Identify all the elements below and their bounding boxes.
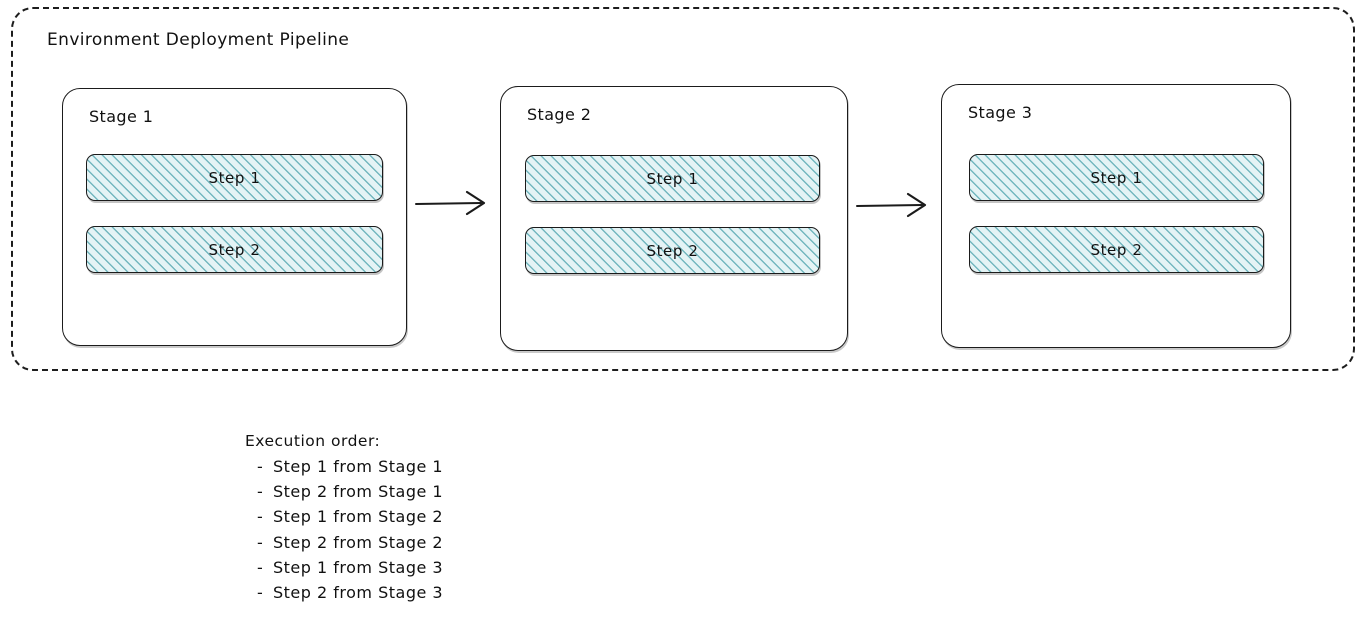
- execution-order-item: -Step 2 from Stage 1: [245, 479, 665, 504]
- execution-order-item-label: Step 2 from Stage 3: [273, 583, 444, 603]
- step-label-stage2-step2: Step 2: [646, 241, 699, 260]
- step-box-stage1-step1[interactable]: Step 1: [86, 154, 383, 201]
- pipeline-container: [11, 7, 1355, 371]
- stage-label-1: Stage 1: [89, 107, 154, 126]
- stage-box-2[interactable]: Stage 2 Step 1 Step 2: [500, 86, 848, 351]
- step-box-stage3-step1[interactable]: Step 1: [969, 154, 1264, 201]
- step-box-stage3-step2[interactable]: Step 2: [969, 226, 1264, 273]
- execution-order-item-label: Step 2 from Stage 2: [273, 532, 444, 552]
- step-label-stage2-step1: Step 1: [646, 169, 699, 188]
- step-label-stage1-step1: Step 1: [208, 168, 261, 187]
- stage-box-3[interactable]: Stage 3 Step 1 Step 2: [941, 84, 1291, 348]
- stage-label-3: Stage 3: [968, 103, 1033, 122]
- execution-order-item-label: Step 2 from Stage 1: [273, 482, 444, 502]
- step-box-stage2-step1[interactable]: Step 1: [525, 155, 820, 202]
- execution-order-item: -Step 1 from Stage 3: [245, 555, 665, 580]
- execution-order-item: -Step 2 from Stage 3: [245, 580, 665, 605]
- stage-label-2: Stage 2: [527, 105, 592, 124]
- step-box-stage1-step2[interactable]: Step 2: [86, 226, 383, 273]
- stage-box-1[interactable]: Stage 1 Step 1 Step 2: [62, 88, 407, 346]
- execution-order-block: Execution order: -Step 1 from Stage 1-St…: [245, 432, 665, 605]
- execution-order-heading: Execution order:: [245, 432, 381, 450]
- step-label-stage1-step2: Step 2: [208, 240, 261, 259]
- pipeline-title: Environment Deployment Pipeline: [47, 30, 350, 50]
- execution-order-item-label: Step 1 from Stage 2: [273, 507, 444, 527]
- execution-order-item: -Step 2 from Stage 2: [245, 530, 665, 555]
- execution-order-item-label: Step 1 from Stage 1: [273, 457, 444, 476]
- step-box-stage2-step2[interactable]: Step 2: [525, 227, 820, 274]
- list-bullet: -: [257, 557, 264, 577]
- execution-order-list: -Step 1 from Stage 1-Step 2 from Stage 1…: [245, 454, 665, 605]
- list-bullet: -: [257, 532, 264, 552]
- list-bullet: -: [257, 457, 264, 476]
- list-bullet: -: [257, 583, 264, 603]
- step-label-stage3-step2: Step 2: [1090, 240, 1143, 259]
- execution-order-item: -Step 1 from Stage 2: [245, 504, 665, 529]
- execution-order-item: -Step 1 from Stage 1: [245, 454, 665, 479]
- list-bullet: -: [257, 507, 264, 527]
- execution-order-item-label: Step 1 from Stage 3: [273, 557, 444, 577]
- step-label-stage3-step1: Step 1: [1090, 168, 1143, 187]
- list-bullet: -: [257, 482, 264, 502]
